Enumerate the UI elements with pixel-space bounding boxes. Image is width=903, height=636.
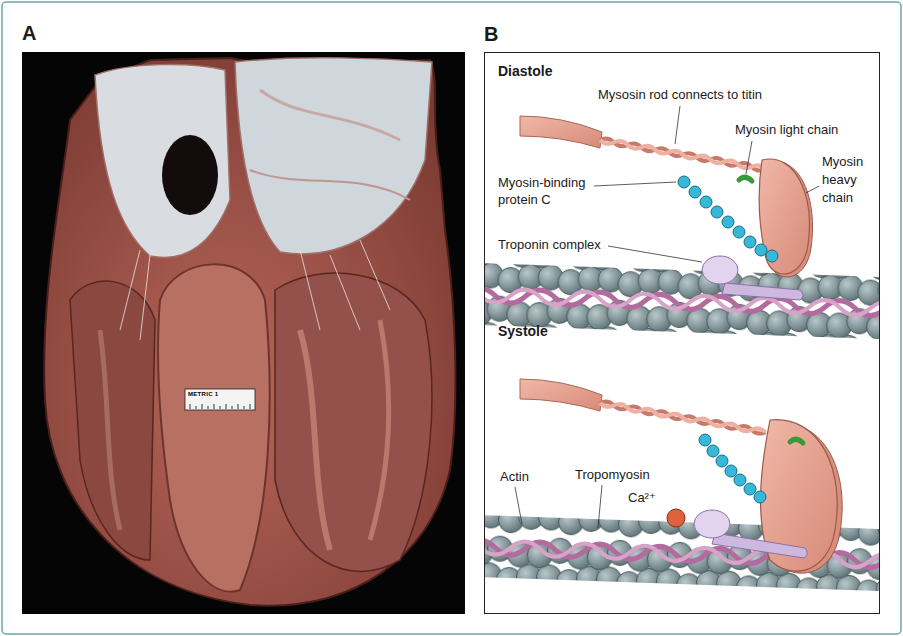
phase-heading: Diastole [498, 63, 552, 80]
phase-heading: Systole [498, 323, 548, 340]
photo-panel: A [22, 52, 465, 614]
part-label: Myosin light chain [735, 121, 838, 138]
part-label: Troponin complex [498, 236, 601, 253]
part-label: Myosin-binding protein C [498, 174, 608, 208]
part-label: Mysosin rod connects to titin [598, 86, 762, 103]
panel-letter: B [484, 23, 498, 45]
part-label: Tropomyosin [575, 466, 650, 483]
panel-letter: A [22, 22, 36, 44]
part-label: Ca²⁺ [628, 489, 656, 506]
part-label: Actin [500, 468, 529, 485]
part-label: Myosin heavy chain [822, 153, 876, 207]
scale-text: METRIC 1 [188, 391, 252, 398]
